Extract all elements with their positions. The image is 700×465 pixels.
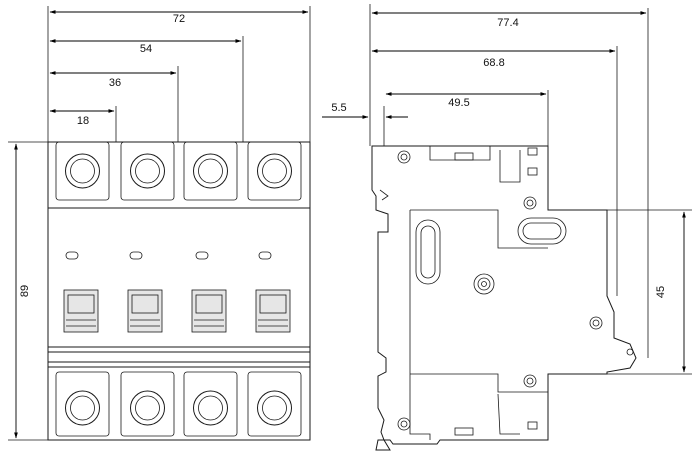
side-view: 77.4 68.8 49.5 5.5 45 bbox=[322, 4, 692, 451]
side-height-dimension: 45 bbox=[607, 209, 692, 375]
dim-label-5-5: 5.5 bbox=[331, 102, 346, 114]
front-width-dimensions: 72 54 36 18 bbox=[47, 6, 311, 142]
dim-label-68-8: 68.8 bbox=[483, 57, 504, 69]
dim-label-18: 18 bbox=[77, 115, 89, 127]
dim-label-89: 89 bbox=[19, 285, 31, 297]
rivets bbox=[397, 150, 634, 431]
top-terminals bbox=[55, 141, 302, 201]
side-body-outline bbox=[371, 145, 637, 451]
toggle-handles bbox=[63, 289, 291, 333]
dim-label-54: 54 bbox=[140, 43, 152, 55]
dim-label-72: 72 bbox=[173, 13, 185, 25]
dim-label-45: 45 bbox=[655, 286, 667, 298]
indicator-windows bbox=[65, 251, 272, 260]
dim-label-49-5: 49.5 bbox=[448, 97, 469, 109]
dim-label-36: 36 bbox=[109, 77, 121, 89]
bottom-terminals bbox=[55, 371, 302, 437]
side-top-dimensions: 77.4 68.8 49.5 5.5 bbox=[322, 4, 649, 358]
dim-label-77-4: 77.4 bbox=[497, 17, 518, 29]
front-view: 72 54 36 18 89 bbox=[8, 6, 311, 441]
front-height-dimension: 89 bbox=[8, 141, 48, 441]
